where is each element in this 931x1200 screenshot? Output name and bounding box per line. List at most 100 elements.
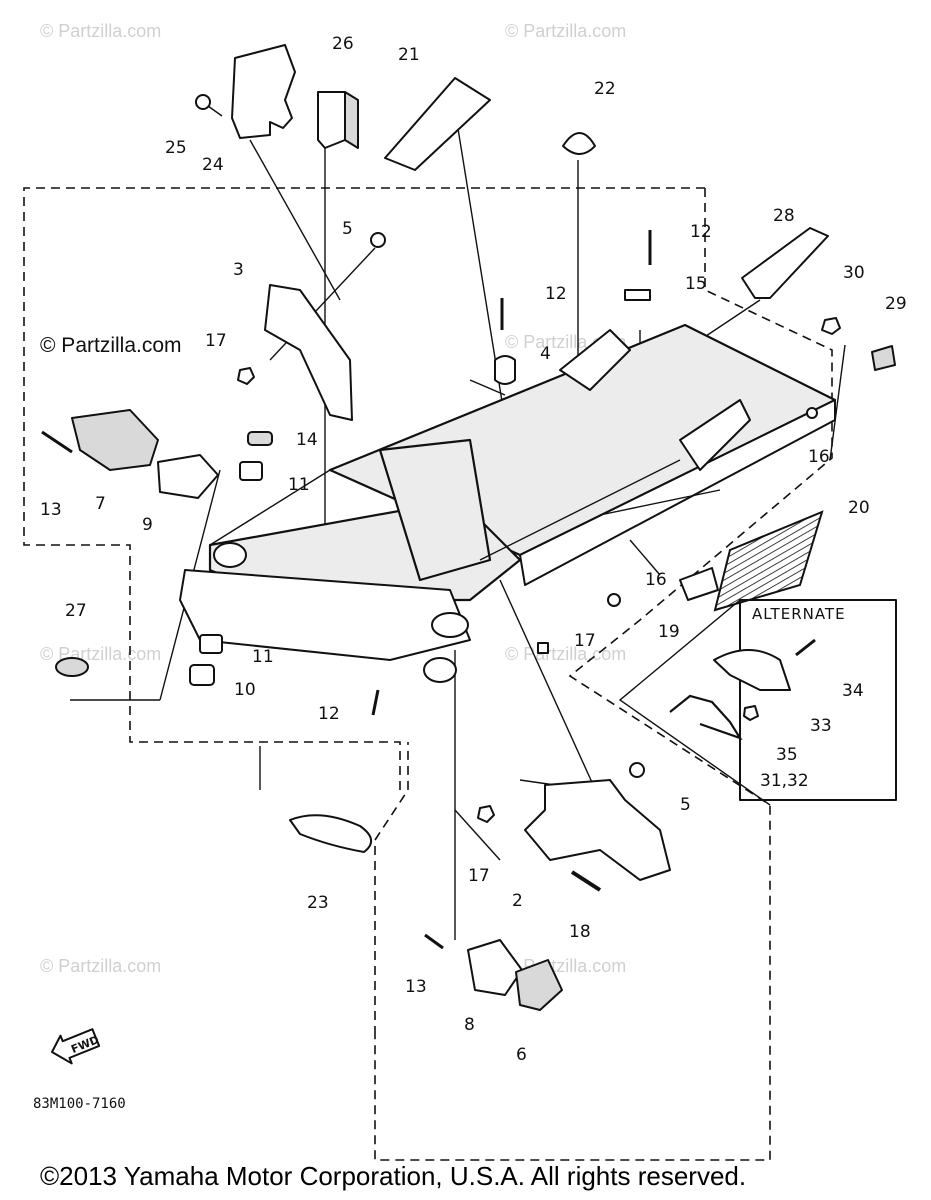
part-15-clamp (624, 289, 651, 301)
part-11-bushing (239, 461, 263, 481)
callout-17-left: 17 (205, 331, 227, 351)
callout-13-low: 13 (405, 977, 427, 997)
callout-17-mid: 17 (574, 631, 596, 651)
part-28-plate (741, 227, 829, 299)
callout-2: 2 (512, 891, 523, 911)
dashed-group-outlines (23, 187, 833, 1161)
frame-center-tube (431, 612, 469, 638)
part-7-boot (71, 409, 159, 471)
frame-right-tube (423, 657, 457, 683)
part-17-nut (477, 805, 495, 823)
part-17-nut (537, 642, 549, 654)
callout-21: 21 (398, 45, 420, 65)
callout-26: 26 (332, 34, 354, 54)
part-31-32-bracket (669, 694, 743, 741)
callout-10: 10 (234, 680, 256, 700)
part-5-bolt (629, 762, 645, 778)
callout-22: 22 (594, 79, 616, 99)
callout-23: 23 (307, 893, 329, 913)
watermark-main: © Partzilla.com (40, 334, 182, 357)
part-25-bolt (195, 94, 211, 110)
diagram-code: 83M100-7160 (33, 1096, 126, 1112)
frame-skid-plate (179, 569, 471, 661)
callout-12-low: 12 (318, 704, 340, 724)
watermark: © Partzilla.com (40, 21, 161, 41)
callout-5-top: 5 (342, 219, 353, 239)
callout-16-mid: 16 (645, 570, 667, 590)
frame-rear-bracket (559, 329, 631, 391)
lower-group-outline (374, 742, 409, 1035)
part-35-nut (743, 705, 759, 721)
right-group-outline (374, 188, 833, 1161)
callout-11-lower: 11 (252, 647, 274, 667)
part-29-tab (871, 345, 896, 371)
part-13-bolt (424, 933, 444, 950)
callout-16-right: 16 (808, 447, 830, 467)
callout-numbers: 26 21 22 25 24 5 28 12 3 30 15 12 29 17 … (40, 34, 907, 1065)
fwd-arrow-icon (51, 1028, 101, 1065)
callout-13-left: 13 (40, 500, 62, 520)
watermark: © Partzilla.com (505, 21, 626, 41)
callout-19: 19 (658, 622, 680, 642)
part-6-cap (515, 959, 563, 1011)
frame-steering-column (378, 438, 492, 582)
alternate-label: ALTERNATE (752, 605, 846, 623)
part-23-grip (289, 814, 372, 853)
parts (41, 44, 897, 1011)
part-10-bushing (189, 664, 215, 686)
callout-31-32: 31,32 (760, 771, 809, 791)
callout-20: 20 (848, 498, 870, 518)
callout-7: 7 (95, 494, 106, 514)
part-14-cap (247, 431, 273, 446)
part-3-bracket (264, 284, 353, 421)
callout-30: 30 (843, 263, 865, 283)
upper-group-outline (23, 187, 705, 790)
part-20-panel (713, 510, 824, 612)
main-frame (179, 323, 837, 683)
part-27-ring (55, 657, 89, 677)
part-5-bolt (370, 232, 386, 248)
part-2-bracket (524, 779, 671, 881)
callout-4: 4 (540, 344, 551, 364)
callout-34: 34 (842, 681, 864, 701)
callout-8: 8 (464, 1015, 475, 1035)
callout-12-mid: 12 (545, 284, 567, 304)
part-22-grommet (562, 132, 596, 155)
callout-28: 28 (773, 206, 795, 226)
part-34-bolt (795, 638, 816, 657)
callout-25: 25 (165, 138, 187, 158)
part-11-bushing (199, 634, 223, 654)
part-4-clip (494, 355, 516, 385)
part-16-bolt (607, 593, 621, 607)
part-8-gasket (467, 939, 523, 996)
watermark: © Partzilla.com (40, 644, 161, 664)
callout-24: 24 (202, 155, 224, 175)
part-33-latch (713, 649, 791, 691)
part-19-plate (679, 567, 719, 601)
part-16-bolt (806, 407, 818, 419)
frame-right-bracket (679, 399, 751, 471)
part-26-block (317, 91, 346, 149)
callout-11-upper: 11 (288, 475, 310, 495)
callout-12-top: 12 (690, 222, 712, 242)
part-17-nut (237, 367, 255, 385)
frame-left-tube (213, 542, 247, 568)
callout-29: 29 (885, 294, 907, 314)
frame-side-rail (519, 399, 836, 586)
watermark: © Partzilla.com (505, 644, 626, 664)
copyright-notice: ©2013 Yamaha Motor Corporation, U.S.A. A… (40, 1161, 746, 1191)
callout-18: 18 (569, 922, 591, 942)
callout-14: 14 (296, 430, 318, 450)
part-9-plate (157, 454, 219, 499)
callout-35: 35 (776, 745, 798, 765)
callout-6: 6 (516, 1045, 527, 1065)
callout-27: 27 (65, 601, 87, 621)
watermark: © Partzilla.com (40, 956, 161, 976)
alternate-box (739, 599, 897, 801)
fwd-arrow: FWD (51, 1028, 101, 1065)
part-30-nut (821, 317, 841, 335)
part-24-bracket (231, 44, 296, 139)
callout-15: 15 (685, 274, 707, 294)
callout-17-low: 17 (468, 866, 490, 886)
